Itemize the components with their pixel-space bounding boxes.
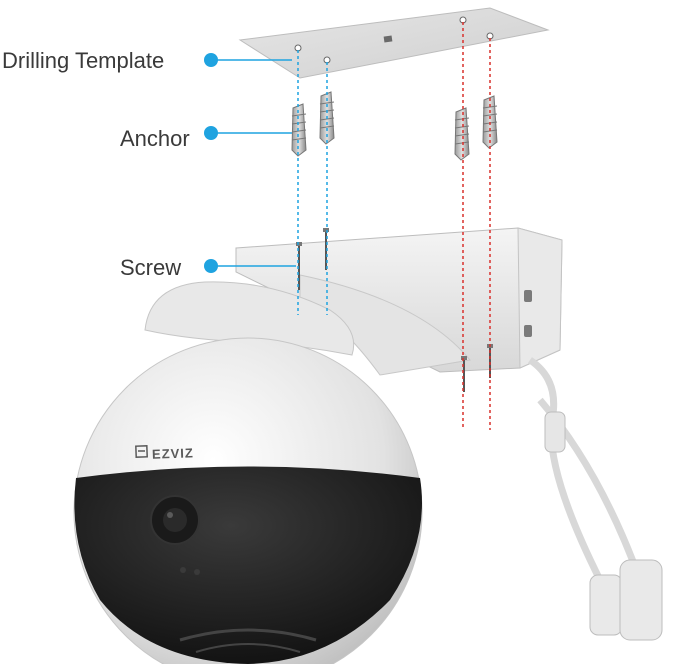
anchor-3 xyxy=(454,107,470,161)
callout-dot-icon xyxy=(204,259,218,273)
screw-2 xyxy=(323,228,329,270)
anchor-1 xyxy=(291,103,307,157)
camera-lens xyxy=(150,495,200,545)
screw-1 xyxy=(296,242,302,290)
drilling-template-plate xyxy=(238,7,550,79)
callout-screw xyxy=(204,259,296,273)
red-guide-lines xyxy=(462,22,491,430)
callout-dot-icon xyxy=(204,126,218,140)
ezviz-logo-icon xyxy=(135,445,148,458)
callout-template xyxy=(204,53,292,67)
screw-3 xyxy=(461,356,467,392)
drilling-template-label: Drilling Template xyxy=(2,48,165,73)
callout-anchor xyxy=(204,126,292,140)
camera-cables xyxy=(527,357,663,641)
anchor-set xyxy=(291,91,498,161)
wall-bracket xyxy=(235,227,563,376)
blue-guide-lines xyxy=(297,50,328,315)
camera-dome xyxy=(73,281,423,664)
brand-logo-text: EZVIZ xyxy=(151,445,195,462)
screw-label: Screw xyxy=(120,255,182,280)
anchor-label: Anchor xyxy=(120,126,190,151)
callout-dot-icon xyxy=(204,53,218,67)
